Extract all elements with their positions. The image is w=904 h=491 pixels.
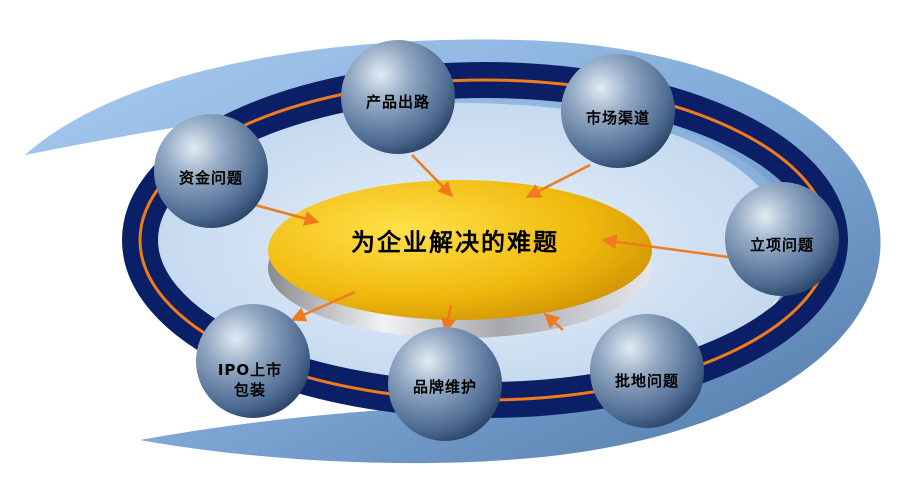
sphere-brand-maintenance <box>388 327 502 441</box>
sphere-ipo-packaging <box>196 304 310 418</box>
node-label-capital-issue: 资金问题 <box>178 169 244 187</box>
node-label-ipo-packaging: IPO上市 包装 <box>217 361 283 399</box>
node-label-brand-maintenance: 品牌维护 <box>412 378 478 396</box>
node-label-market-channel: 市场渠道 <box>585 109 651 127</box>
node-label-product-route: 产品出路 <box>365 93 431 111</box>
arrow-ipo-packaging <box>290 290 356 322</box>
arrow-market-channel <box>525 163 591 199</box>
spheres <box>154 40 839 441</box>
sphere-project-approval <box>725 182 839 296</box>
arrow-land-approval <box>543 313 564 331</box>
sphere-land-approval <box>590 314 704 428</box>
arrow-product-route <box>411 154 454 198</box>
sphere-capital-issue <box>154 114 268 228</box>
node-label-land-approval: 批地问题 <box>614 372 680 390</box>
node-label-project-approval: 立项问题 <box>749 236 815 254</box>
sphere-market-channel <box>561 54 675 168</box>
arrow-project-approval <box>601 234 729 259</box>
arrow-capital-issue <box>254 203 320 226</box>
center-disc <box>268 180 652 338</box>
sphere-product-route <box>341 40 455 154</box>
center-title: 为企业解决的难题 <box>351 228 559 257</box>
